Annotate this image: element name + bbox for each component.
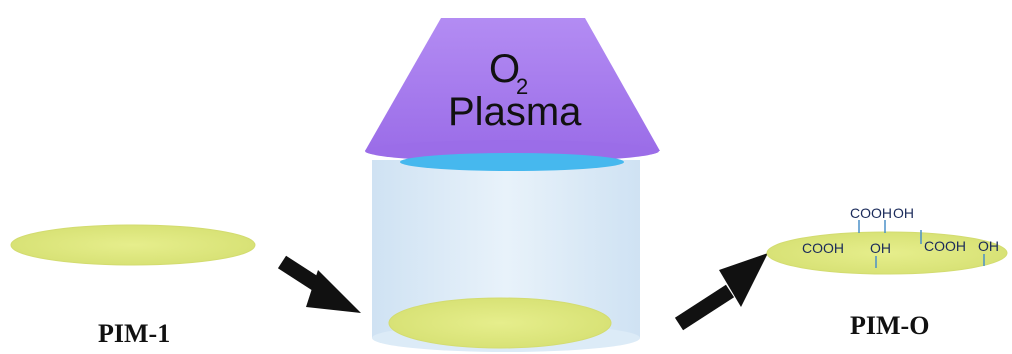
group-cooh-top: COOH (850, 205, 892, 221)
chamber-sample-disk (388, 297, 612, 349)
pim1-film-disk (10, 224, 256, 266)
group-oh-right: OH (978, 238, 999, 254)
group-cooh-left: COOH (802, 240, 844, 256)
plasma-chamber (372, 160, 640, 352)
functional-group-ticks (858, 220, 985, 268)
pim1-label: PIM-1 (98, 319, 170, 348)
group-oh-mid: OH (870, 240, 891, 256)
plasma-word: Plasma (448, 90, 582, 134)
group-cooh-right: COOH (924, 238, 966, 254)
pim-o-film-disk (766, 231, 1008, 275)
cone-body (365, 18, 660, 151)
pim-o-label: PIM-O (850, 311, 929, 340)
plasma-glow-disk (400, 153, 624, 171)
arrow-icon (674, 253, 768, 331)
plasma-o-letter: O (489, 47, 520, 91)
group-oh-top: OH (893, 205, 914, 221)
plasma-cone: O 2 Plasma (365, 18, 660, 171)
plasma-subscript: 2 (516, 74, 528, 99)
arrow-icon (277, 255, 361, 313)
